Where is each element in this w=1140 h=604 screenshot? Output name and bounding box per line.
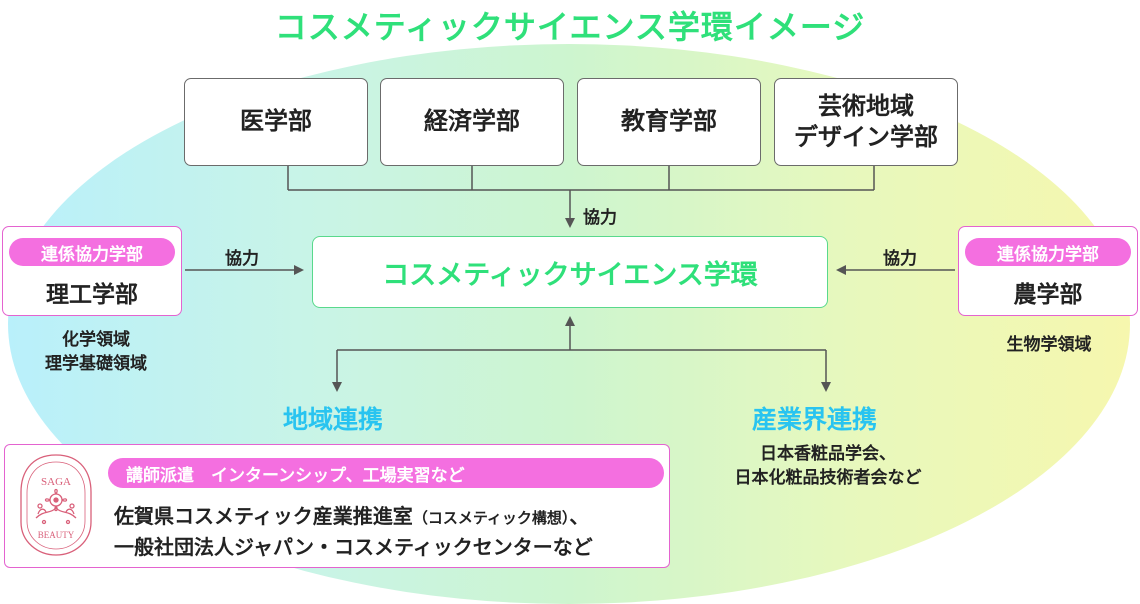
left-partner-name: 理工学部 (46, 282, 138, 308)
logo-text-bottom: BEAUTY (38, 530, 75, 540)
dept-box-education: 教育学部 (577, 78, 761, 166)
industry-heading: 産業界連携 (752, 405, 878, 434)
right-partner-pill: 連係協力学部 (965, 238, 1131, 266)
regional-pill: 講師派遣 インターンシップ、工場実習など (108, 458, 664, 488)
right-partner-box: 連係協力学部 農学部 (958, 226, 1138, 316)
right-note-1: 生物学領域 (1006, 335, 1092, 355)
regional-line-1-end: 、 (569, 504, 590, 528)
left-partner-pill: 連係協力学部 (9, 238, 175, 266)
dept-label: 医学部 (240, 107, 312, 136)
central-program-label: コスメティックサイエンス学環 (382, 259, 758, 291)
dept-box-arts: 芸術地域 デザイン学部 (774, 78, 958, 166)
regional-heading: 地域連携 (283, 405, 384, 434)
top-collab-label: 協力 (583, 208, 617, 228)
logo-text-top: SAGA (41, 476, 71, 488)
regional-line-1-small: （コスメティック構想） (412, 509, 570, 527)
left-partner-box: 連係協力学部 理工学部 (2, 226, 182, 316)
central-program-box: コスメティックサイエンス学環 (312, 236, 828, 308)
regional-line-2: 一般社団法人ジャパン・コスメティックセンターなど (114, 535, 593, 559)
dept-label: 教育学部 (621, 107, 717, 136)
regional-line-1-main: 佐賀県コスメティック産業推進室 (114, 504, 413, 528)
right-partner-name: 農学部 (1013, 282, 1083, 308)
dept-label: 経済学部 (424, 107, 520, 136)
saga-beauty-logo-icon: SAGA BEAUTY (20, 454, 92, 556)
industry-notes: 日本香粧品学会、 日本化粧品技術者会など (690, 442, 966, 490)
left-note-2: 理学基礎領域 (45, 354, 147, 374)
right-collab-label: 協力 (883, 249, 917, 269)
industry-note-2: 日本化粧品技術者会など (734, 468, 922, 488)
page-title: コスメティックサイエンス学環イメージ (274, 8, 866, 46)
left-notes: 化学領域 理学基礎領域 (22, 328, 170, 376)
left-note-1: 化学領域 (62, 330, 130, 350)
dept-label: 芸術地域 デザイン学部 (794, 91, 938, 151)
dept-box-economics: 経済学部 (380, 78, 564, 166)
dept-box-medicine: 医学部 (184, 78, 368, 166)
right-notes: 生物学領域 (990, 333, 1108, 357)
industry-note-1: 日本香粧品学会、 (760, 444, 896, 464)
regional-line-1: 佐賀県コスメティック産業推進室（コスメティック構想）、 (114, 500, 589, 529)
left-collab-label: 協力 (225, 249, 259, 269)
